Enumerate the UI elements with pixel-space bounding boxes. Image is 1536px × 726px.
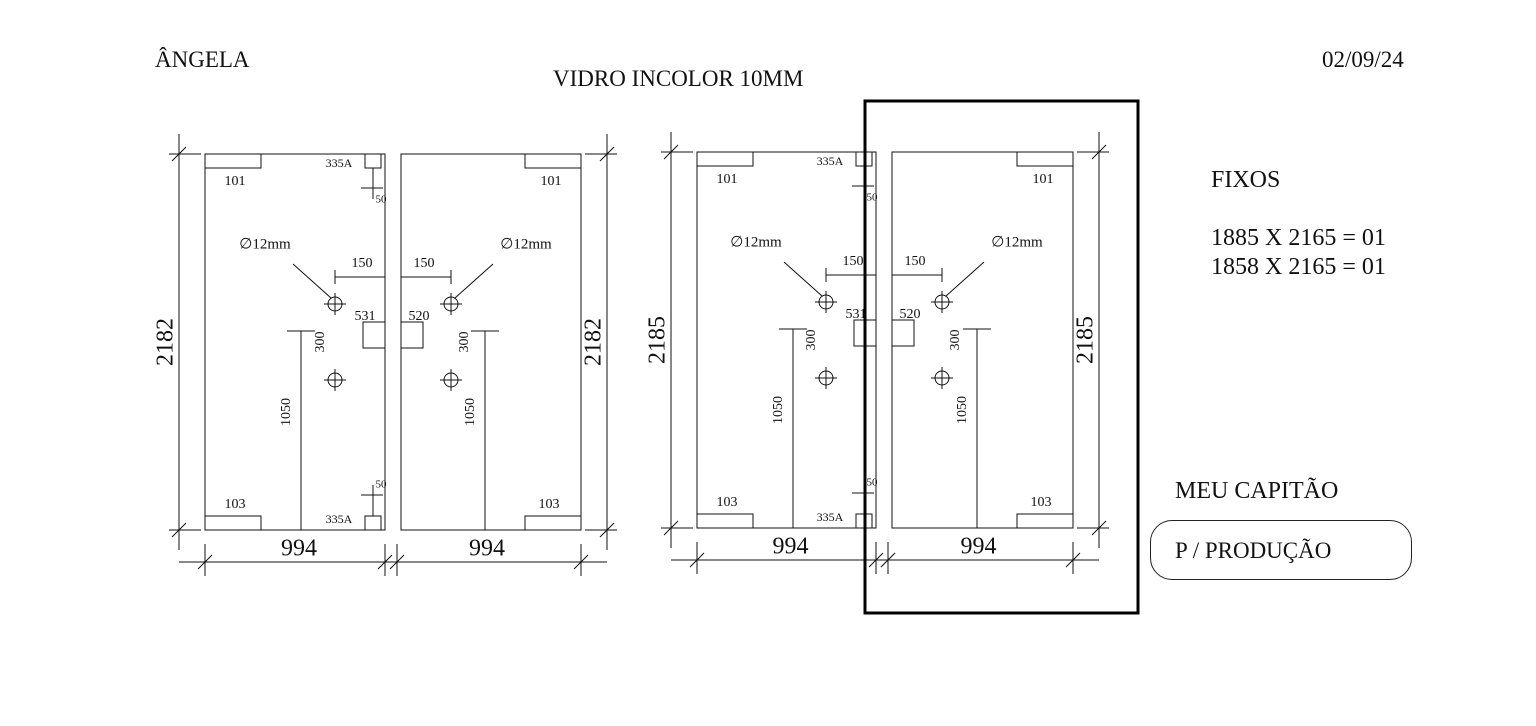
fixed-section-title: FIXOS: [1211, 167, 1281, 193]
notch-offset-label-top-a-left: 50: [376, 194, 388, 206]
height-tick-tr-b: [1091, 144, 1107, 160]
width-tick-2-a: [389, 554, 405, 570]
panel-outline-a-left: [204, 153, 386, 531]
destination-label: P / PRODUÇÃO: [1175, 538, 1332, 563]
hinge-box-a-right: [400, 321, 424, 349]
notch-offset-label-top-b-left: 50: [867, 192, 879, 204]
notch-label-bottom-a-left: 335A: [326, 512, 353, 526]
corner-patch-bottom-b-left: [696, 513, 754, 529]
corner-patch-bottom-a-right: [524, 515, 582, 531]
hole-spacing-label-b-left: 300: [804, 330, 819, 351]
corner-patch-bottom-b-right: [1016, 513, 1074, 529]
height-label-left-a: 2182: [153, 318, 179, 366]
hole-leader-a-right: [454, 263, 494, 299]
offset-label-a-right: 150: [414, 256, 435, 271]
hole-spacing-label-b-right: 300: [948, 330, 963, 351]
hole-spacing-label-a-left: 300: [313, 332, 328, 353]
width-label-left-b: 994: [773, 534, 809, 560]
handle-height-label-a-right: 1050: [463, 398, 478, 426]
height-tick-bl-b: [663, 520, 679, 536]
width-tick-2-b: [880, 552, 896, 568]
corner-label-bottom-a-left: 103: [225, 497, 246, 512]
hole-leader-b-left: [783, 261, 823, 297]
height-tick-bl-a: [171, 522, 187, 538]
notch-top-a-left: [364, 153, 382, 169]
notch-offset-label-bottom-b-left: 50: [867, 477, 879, 489]
hole-leader-b-right: [945, 261, 985, 297]
width-label-left-a: 994: [281, 536, 317, 562]
store-name: MEU CAPITÃO: [1175, 478, 1339, 504]
fixed-line-2: 1858 X 2165 = 01: [1211, 254, 1386, 280]
corner-label-top-b-left: 101: [717, 172, 738, 187]
offset-label-b-left: 150: [843, 254, 864, 269]
hinge-label-a-left: 531: [355, 309, 376, 324]
hole-diameter-label-a-left: ∅12mm: [239, 236, 291, 252]
notch-label-top-b-left: 335A: [817, 154, 844, 168]
notch-label-top-a-left: 335A: [326, 156, 353, 170]
corner-patch-top-b-right: [1016, 151, 1074, 167]
destination-badge: P / PRODUÇÃO: [1150, 520, 1412, 580]
height-label-left-b: 2185: [645, 316, 671, 364]
width-tick-1-a: [377, 554, 393, 570]
fixed-line-1: 1885 X 2165 = 01: [1211, 225, 1386, 251]
corner-patch-top-b-left: [696, 151, 754, 167]
width-tick-0-b: [689, 552, 705, 568]
hinge-label-a-right: 520: [409, 309, 430, 324]
width-label-right-b: 994: [961, 534, 997, 560]
panel-outline-a-right: [400, 153, 582, 531]
width-tick-1-b: [868, 552, 884, 568]
corner-label-bottom-b-right: 103: [1031, 495, 1052, 510]
hinge-box-b-right: [891, 319, 915, 347]
hole-leader-a-left: [292, 263, 332, 299]
notch-bottom-a-left: [364, 515, 382, 531]
corner-label-top-a-right: 101: [541, 174, 562, 189]
panel-outline-b-right: [891, 151, 1074, 529]
corner-patch-bottom-a-left: [204, 515, 262, 531]
width-tick-3-a: [573, 554, 589, 570]
corner-label-bottom-a-right: 103: [539, 497, 560, 512]
panel-outline-b-left: [696, 151, 877, 529]
highlight-frame: [863, 99, 1140, 615]
height-label-right-a: 2182: [581, 318, 607, 366]
height-tick-tr-a: [599, 146, 615, 162]
width-label-right-a: 994: [469, 536, 505, 562]
notch-offset-label-bottom-a-left: 50: [376, 479, 388, 491]
height-tick-br-b: [1091, 520, 1107, 536]
corner-label-bottom-b-left: 103: [717, 495, 738, 510]
hole-diameter-label-b-left: ∅12mm: [730, 234, 782, 250]
corner-label-top-a-left: 101: [225, 174, 246, 189]
height-label-right-b: 2185: [1073, 316, 1099, 364]
width-tick-3-b: [1065, 552, 1081, 568]
handle-height-label-b-left: 1050: [771, 396, 786, 424]
hole-diameter-label-b-right: ∅12mm: [991, 234, 1043, 250]
material-title: VIDRO INCOLOR 10MM: [553, 66, 804, 91]
offset-label-a-left: 150: [352, 256, 373, 271]
hinge-label-b-right: 520: [900, 307, 921, 322]
corner-label-top-b-right: 101: [1033, 172, 1054, 187]
offset-label-b-right: 150: [905, 254, 926, 269]
hinge-label-b-left: 531: [846, 307, 867, 322]
handle-height-label-a-left: 1050: [279, 398, 294, 426]
hinge-box-a-left: [362, 321, 386, 349]
notch-label-bottom-b-left: 335A: [817, 510, 844, 524]
corner-patch-top-a-right: [524, 153, 582, 169]
height-tick-br-a: [599, 522, 615, 538]
hole-spacing-label-a-right: 300: [457, 332, 472, 353]
client-name: ÂNGELA: [155, 47, 250, 72]
corner-patch-top-a-left: [204, 153, 262, 169]
width-tick-0-a: [197, 554, 213, 570]
hole-diameter-label-a-right: ∅12mm: [500, 236, 552, 252]
height-tick-tl-b: [663, 144, 679, 160]
date-label: 02/09/24: [1322, 47, 1404, 72]
handle-height-label-b-right: 1050: [955, 396, 970, 424]
height-tick-tl-a: [171, 146, 187, 162]
